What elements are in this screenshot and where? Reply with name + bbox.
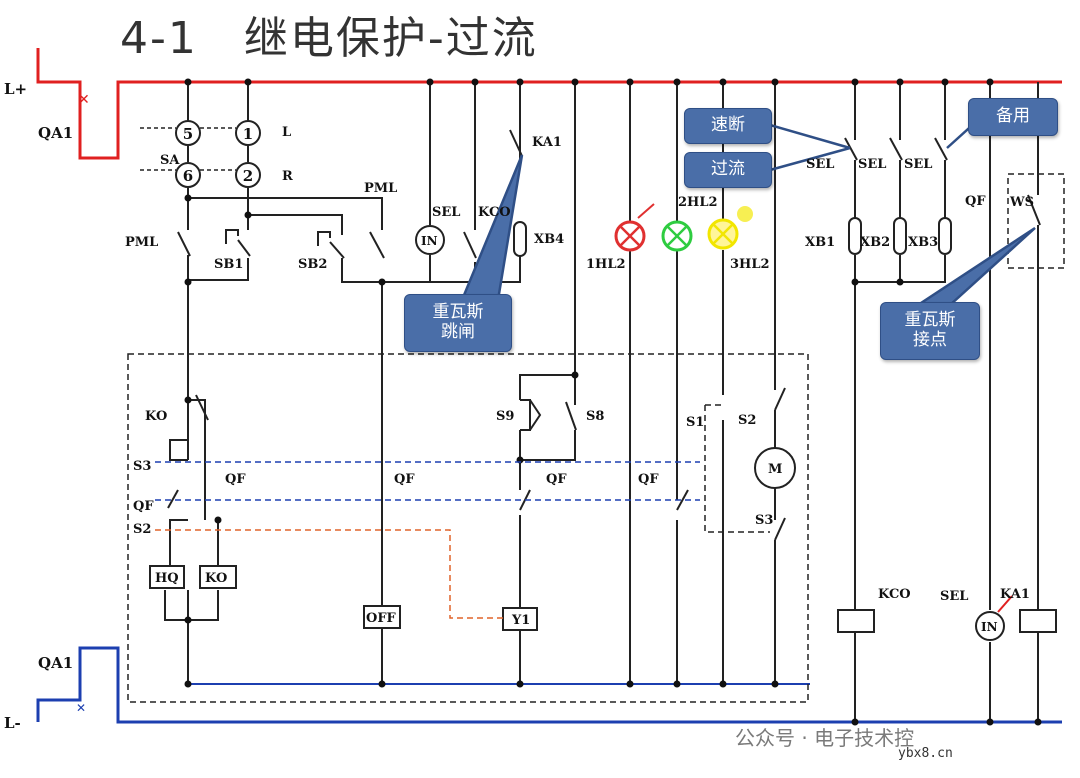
svg-text:5: 5 <box>183 125 193 143</box>
svg-text:QF: QF <box>965 194 986 209</box>
svg-text:✕: ✕ <box>78 92 90 108</box>
svg-text:QF: QF <box>394 472 415 487</box>
svg-text:L: L <box>282 125 291 140</box>
svg-text:QF: QF <box>638 472 659 487</box>
coils <box>149 565 1057 633</box>
switch-contacts <box>167 129 1041 541</box>
terminal-numbers: 5 1 6 2 <box>183 125 253 185</box>
site-watermark: ybx8.cn <box>898 746 953 761</box>
svg-text:QF: QF <box>546 472 567 487</box>
negative-bus <box>36 646 1062 724</box>
svg-text:XB1: XB1 <box>805 235 835 250</box>
current-meter <box>415 225 1013 641</box>
svg-text:3HL2: 3HL2 <box>730 257 770 272</box>
svg-text:KCO: KCO <box>878 587 911 602</box>
svg-text:SEL: SEL <box>858 157 886 172</box>
callout-pointers <box>460 119 1036 307</box>
svg-text:OFF: OFF <box>366 611 397 626</box>
svg-text:R: R <box>282 169 293 184</box>
svg-text:QA1: QA1 <box>38 654 73 672</box>
svg-text:IN: IN <box>421 234 438 248</box>
svg-text:KA1: KA1 <box>532 135 562 150</box>
svg-text:PML: PML <box>364 181 397 196</box>
watermark: 公众号 · 电子技术控 <box>735 726 915 750</box>
svg-text:✕: ✕ <box>76 701 86 715</box>
svg-text:SEL: SEL <box>940 589 968 604</box>
svg-text:SEL: SEL <box>904 157 932 172</box>
spare-callout: 备用 <box>968 98 1058 136</box>
svg-text:XB3: XB3 <box>908 235 938 250</box>
svg-text:XB2: XB2 <box>860 235 890 250</box>
svg-text:XB4: XB4 <box>534 232 564 247</box>
gas-contact-callout: 重瓦斯 接点 <box>880 302 980 360</box>
svg-text:Y1: Y1 <box>511 613 530 628</box>
svg-text:QF: QF <box>225 472 246 487</box>
svg-text:SEL: SEL <box>806 157 834 172</box>
svg-text:S3: S3 <box>755 513 773 528</box>
svg-text:SB1: SB1 <box>214 257 243 272</box>
breaker-marks: ✕ ✕ <box>76 92 90 715</box>
svg-text:WS: WS <box>1009 195 1034 210</box>
svg-text:HQ: HQ <box>155 571 179 586</box>
svg-text:S8: S8 <box>586 409 604 424</box>
svg-text:S9: S9 <box>496 409 514 424</box>
svg-text:S1: S1 <box>686 415 704 430</box>
svg-text:2HL2: 2HL2 <box>678 195 718 210</box>
gas-trip-callout: 重瓦斯 跳闸 <box>404 294 512 352</box>
svg-text:S2: S2 <box>133 522 151 537</box>
svg-text:L-: L- <box>4 714 21 732</box>
test-links <box>513 217 952 257</box>
svg-text:1: 1 <box>243 125 253 143</box>
pushbuttons <box>225 229 542 431</box>
svg-text:SB2: SB2 <box>298 257 327 272</box>
interlock-links <box>155 461 700 619</box>
svg-text:2: 2 <box>243 167 253 185</box>
selector-terminals <box>140 120 261 188</box>
svg-text:L+: L+ <box>4 80 27 98</box>
svg-text:KCO: KCO <box>478 205 511 220</box>
svg-text:6: 6 <box>183 167 193 185</box>
svg-text:KO: KO <box>205 571 227 586</box>
svg-text:S3: S3 <box>133 459 151 474</box>
svg-text:KO: KO <box>145 409 167 424</box>
svg-text:KA1: KA1 <box>1000 587 1030 602</box>
overcurrent-callout: 过流 <box>684 152 772 188</box>
breaker-mechanism-outline <box>127 173 1065 703</box>
svg-text:SEL: SEL <box>432 205 460 220</box>
motor-symbol <box>754 447 796 489</box>
branch-wires <box>164 82 1039 722</box>
svg-text:1HL2: 1HL2 <box>586 257 626 272</box>
svg-text:PML: PML <box>125 235 158 250</box>
svg-text:IN: IN <box>981 620 998 634</box>
component-labels: L+ L- QA1 QA1 SA L R PML PML SB1 SB2 SEL… <box>4 80 1034 732</box>
svg-text:QF: QF <box>133 499 154 514</box>
svg-text:M: M <box>768 462 782 477</box>
positive-bus <box>36 48 1062 160</box>
page-title: 4-1 继电保护-过流 <box>120 13 538 64</box>
svg-text:S2: S2 <box>738 413 756 428</box>
svg-text:QA1: QA1 <box>38 124 73 142</box>
speed-break-callout: 速断 <box>684 108 772 144</box>
indicator-lamps <box>614 203 753 252</box>
svg-text:SA: SA <box>160 153 180 168</box>
junctions <box>184 78 1042 726</box>
